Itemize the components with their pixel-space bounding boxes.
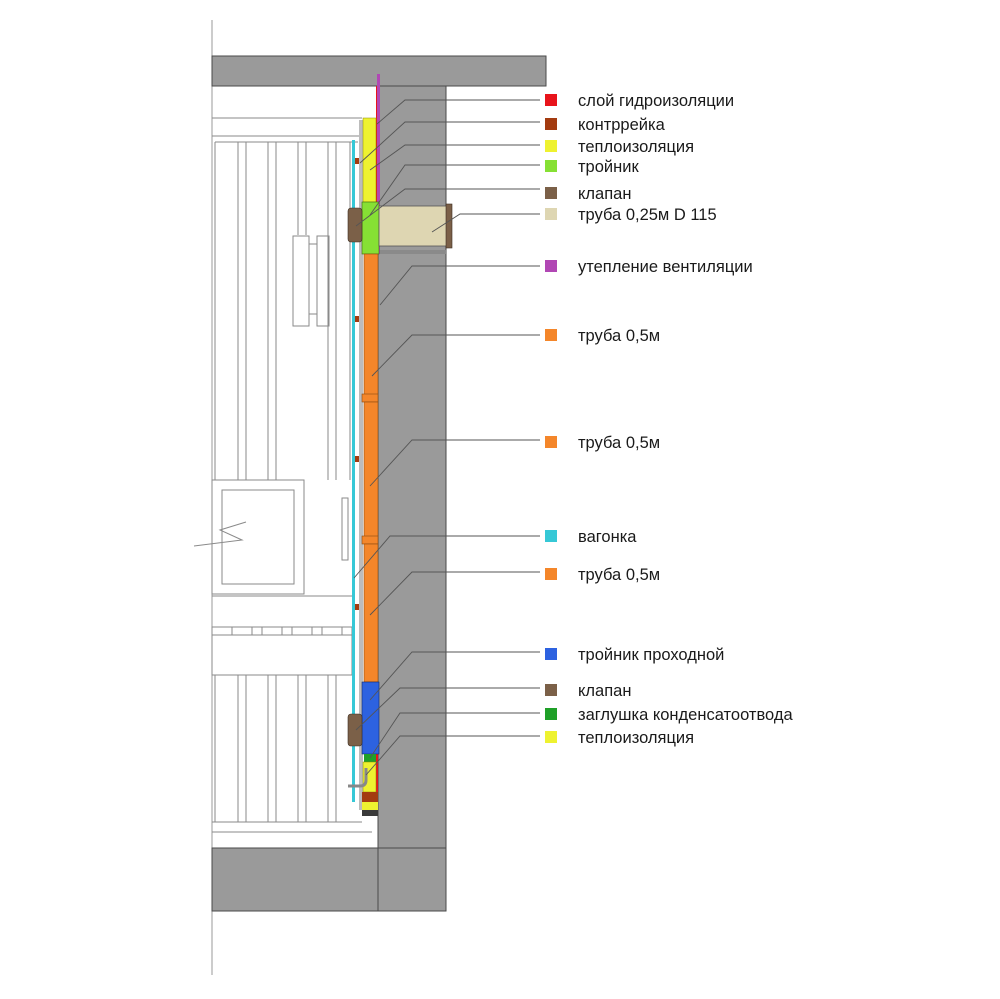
legend-label: контррейка [578,116,666,134]
leader-12 [369,651,540,701]
mid-bench-inner [221,489,295,585]
floor-slab [211,847,379,912]
legend-swatch [545,648,557,660]
leader-2 [359,121,540,164]
legend-swatch [545,708,557,720]
leader-9 [369,439,540,487]
legend-label: тройник проходной [578,646,724,664]
pipe-through-wall [378,205,450,247]
leader-7 [379,265,540,306]
leader-6 [431,213,540,233]
upper-boards [214,142,351,480]
leader-15 [365,735,540,776]
legend-swatch [545,260,557,272]
legend-label: клапан [578,185,631,203]
lower-bench-slats [231,626,343,636]
pipe-end-cap [445,203,453,249]
legend-label: труба 0,5м [578,327,660,345]
upper-handle-inner [308,243,318,315]
legend-swatch [545,568,557,580]
break-symbol [193,521,247,547]
legend-swatch [545,94,557,106]
leader-1 [376,99,540,125]
legend-swatch [545,684,557,696]
valve-bottom [347,713,363,747]
lower-boards [214,675,337,822]
tee-fitting [361,201,380,255]
upper-handle [292,235,310,327]
legend-label: теплоизоляция [578,138,694,156]
leader-14 [369,712,540,759]
pipe-segment-3 [363,543,379,683]
leader-8 [371,334,540,377]
legend-swatch [545,530,557,542]
legend-swatch [545,208,557,220]
legend-swatch [545,140,557,152]
leader-3 [369,144,540,171]
legend-label: труба 0,25м D 115 [578,206,717,224]
leader-11 [369,571,540,616]
upper-handle-bar [316,235,330,327]
top-insulation [362,117,377,203]
legend-label: труба 0,5м [578,566,660,584]
legend-swatch [545,329,557,341]
mid-handle [341,497,349,561]
pipe-segment-2-joint [361,535,379,545]
lower-bench-body [211,634,353,676]
legend-label: вагонка [578,528,637,546]
mid-bench-frame [211,479,305,595]
leader-5 [355,188,540,227]
legend-label: утепление вентиляции [578,258,753,276]
legend-label: теплоизоляция [578,729,694,747]
counter-battens [355,158,359,742]
leader-10 [353,535,540,579]
legend-label: труба 0,5м [578,434,660,452]
legend-swatch [545,118,557,130]
pipe-backing [359,120,363,810]
legend-swatch [545,187,557,199]
legend-swatch [545,436,557,448]
drain-elbow [348,768,368,788]
valve-top [347,207,363,243]
pipe-segment-2 [363,401,379,539]
vagonka-strip [352,140,355,802]
leader-4 [369,164,540,216]
legend-label: заглушка конденсатоотвода [578,706,793,724]
leader-lines [353,99,540,776]
bottom-block-dark [362,810,378,816]
legend-swatch [545,731,557,743]
pipe-segment-1 [363,253,379,397]
legend: слой гидроизоляции контррейка теплоизоляци… [545,92,793,747]
leader-13 [355,687,540,731]
legend-label: тройник [578,158,639,176]
legend-label: слой гидроизоляции [578,92,734,110]
wall-step [378,250,446,254]
pipe-segment-1-joint [361,393,379,403]
legend-label: клапан [578,682,631,700]
legend-swatch [545,160,557,172]
bottom-block-yellow [362,802,378,810]
bottom-block-red [362,792,378,802]
